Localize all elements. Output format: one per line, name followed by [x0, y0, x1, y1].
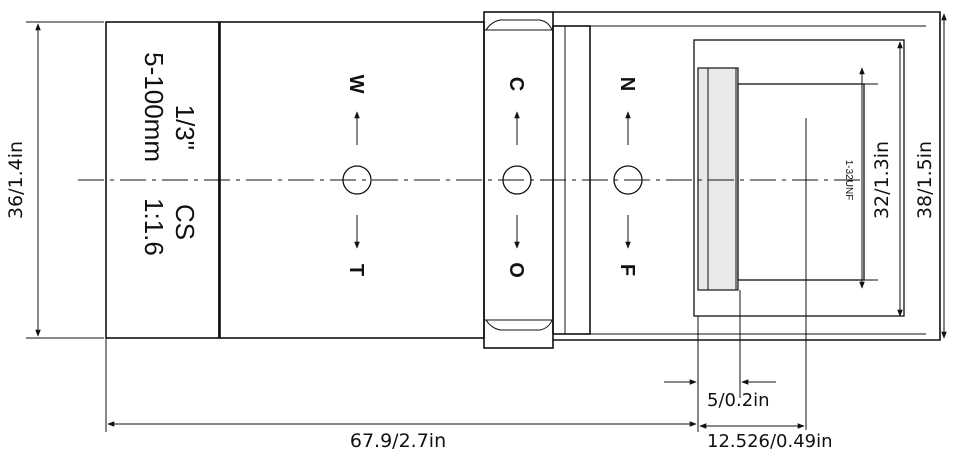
dim-back-focus-text: 12.526/0.49in: [707, 431, 833, 452]
zoom-end-b: T: [345, 264, 367, 276]
dim-left-height-text: 36/1.4in: [5, 141, 27, 219]
spec-format-text: 1/3": [170, 105, 200, 150]
focus-index-circle: [613, 165, 643, 195]
dim-rear-diameter: 38/1.5in: [897, 13, 947, 339]
focus-marker: N F: [613, 77, 643, 276]
dim-thread-diameter-text: 32/1.3in: [871, 141, 893, 219]
mount-recess: [693, 39, 905, 317]
zoom-end-a: W: [345, 75, 367, 94]
rear-housing: [553, 11, 941, 341]
thread-body: [737, 83, 865, 281]
focus-end-b: F: [616, 264, 638, 276]
dim-total-length-text: 67.9/2.7in: [350, 430, 446, 452]
dim-back-focus: 12.526/0.49in: [699, 423, 833, 452]
iris-index-circle: [502, 165, 532, 195]
dim-mount-length-text: 5/0.2in: [707, 390, 770, 411]
thread-stub: [697, 67, 739, 291]
spec-focal-text: 5-100mm: [139, 52, 169, 162]
iris-end-a: C: [505, 77, 527, 91]
dim-thread-diameter: 32/1.3in: [859, 67, 893, 289]
dim-rear-diameter-text: 38/1.5in: [914, 141, 936, 219]
spec-mount-text: CS: [170, 204, 200, 240]
spec-ratio-text: 1:1.6: [139, 198, 169, 256]
thread-label: 1-32UNF: [843, 160, 854, 201]
dim-left-height: 36/1.4in: [5, 21, 104, 339]
zoom-marker: W T: [342, 75, 372, 276]
focus-end-a: N: [616, 77, 638, 91]
iris-end-b: O: [505, 262, 527, 278]
iris-ring-bottom-bevel: [485, 319, 553, 331]
dim-mount-length: 5/0.2in: [664, 290, 776, 411]
dim-total-length: 67.9/2.7in: [105, 316, 699, 452]
zoom-index-circle: [342, 165, 372, 195]
iris-ring-top-bevel: [485, 19, 553, 31]
iris-marker: C O: [502, 77, 532, 278]
